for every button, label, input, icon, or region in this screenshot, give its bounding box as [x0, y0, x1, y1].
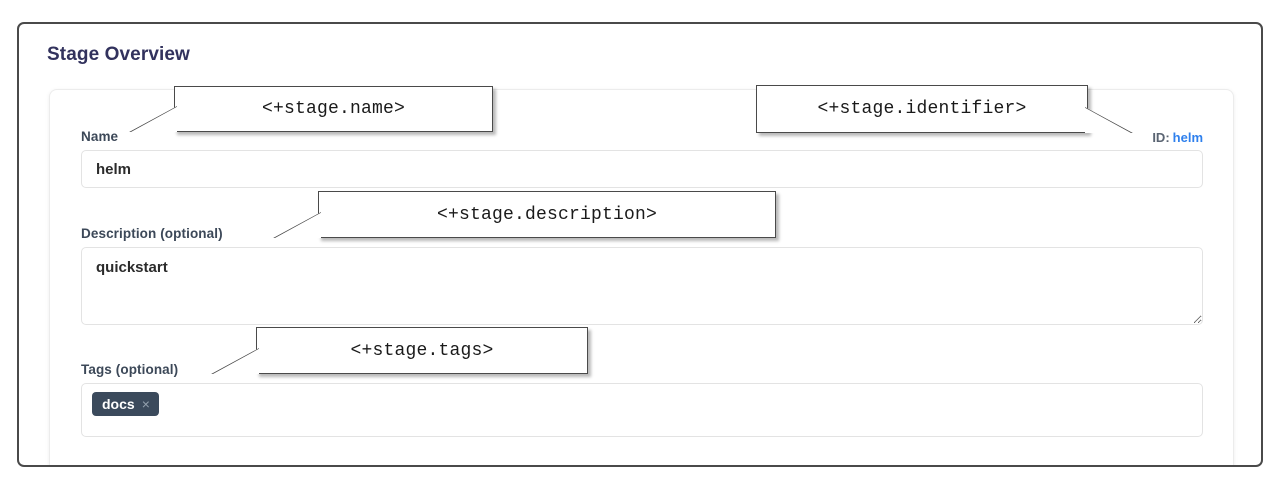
- callout-stage-tags-text: <+stage.tags>: [350, 340, 494, 361]
- callout-stage-tags: <+stage.tags>: [211, 327, 588, 374]
- tags-label: Tags (optional): [81, 362, 179, 377]
- callout-stage-identifier-text: <+stage.identifier>: [817, 99, 1027, 119]
- page-title: Stage Overview: [47, 44, 190, 65]
- stage-identifier: ID:helm: [1152, 130, 1203, 145]
- callout-stage-description-text: <+stage.description>: [436, 204, 658, 225]
- field-tags: Tags (optional) docs ×: [81, 361, 1203, 437]
- name-label: Name: [81, 129, 119, 144]
- description-label: Description (optional): [81, 226, 223, 241]
- callout-stage-identifier: <+stage.identifier>: [756, 85, 1133, 133]
- name-input[interactable]: [81, 150, 1203, 188]
- callout-stage-name: <+stage.name>: [129, 86, 493, 132]
- callout-stage-description: <+stage.description>: [273, 191, 776, 238]
- field-description: Description (optional): [81, 225, 1203, 325]
- tag-chip[interactable]: docs ×: [92, 392, 159, 416]
- stage-overview-card: Name ID:helm Description (optional) Tags…: [49, 89, 1234, 465]
- close-icon[interactable]: ×: [141, 396, 150, 412]
- identifier-label: ID:: [1152, 130, 1170, 145]
- identifier-value[interactable]: helm: [1172, 130, 1203, 145]
- callout-stage-name-text: <+stage.name>: [261, 99, 406, 119]
- tags-input[interactable]: docs ×: [81, 383, 1203, 437]
- description-textarea[interactable]: [81, 247, 1203, 325]
- field-name: Name ID:helm: [81, 128, 1203, 188]
- tag-chip-label: docs: [102, 396, 135, 412]
